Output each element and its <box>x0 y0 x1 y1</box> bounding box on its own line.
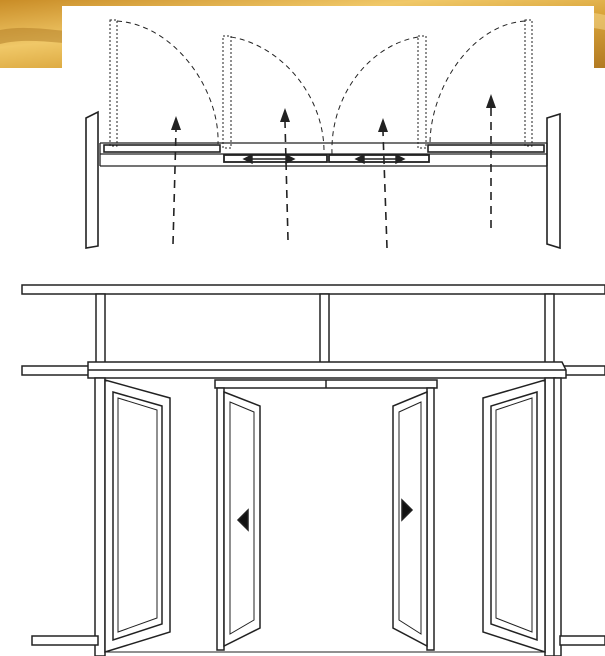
left-mullion <box>95 293 106 367</box>
slide-arrow-left <box>242 153 296 165</box>
right-mullion <box>544 293 555 367</box>
track-rails <box>99 142 548 167</box>
right-wall-post <box>546 112 561 250</box>
gold-banner <box>0 0 605 72</box>
top-rail <box>21 284 605 295</box>
swing-arcs <box>116 20 526 155</box>
traffic-arrow-heads <box>171 94 496 132</box>
right-outer-door <box>482 379 546 654</box>
right-inner-door <box>392 387 435 651</box>
open-leaf-outlines <box>109 19 533 149</box>
left-inner-door <box>216 387 261 651</box>
right-outer-jamb <box>553 377 562 656</box>
floor-rail-right <box>559 635 605 646</box>
right-door-handle <box>401 498 414 522</box>
left-wall-post <box>85 110 99 249</box>
slide-arrow-right <box>354 153 406 165</box>
floor-rail-left <box>31 635 99 646</box>
traffic-arrows <box>172 108 492 249</box>
left-outer-door <box>104 379 171 654</box>
left-swing-leaf <box>103 144 221 153</box>
right-swing-leaf <box>427 144 545 153</box>
left-jamb <box>94 377 106 656</box>
plan-view <box>85 19 561 250</box>
center-mullion <box>319 293 330 367</box>
elevation-view <box>21 284 605 656</box>
left-door-handle <box>236 508 249 532</box>
